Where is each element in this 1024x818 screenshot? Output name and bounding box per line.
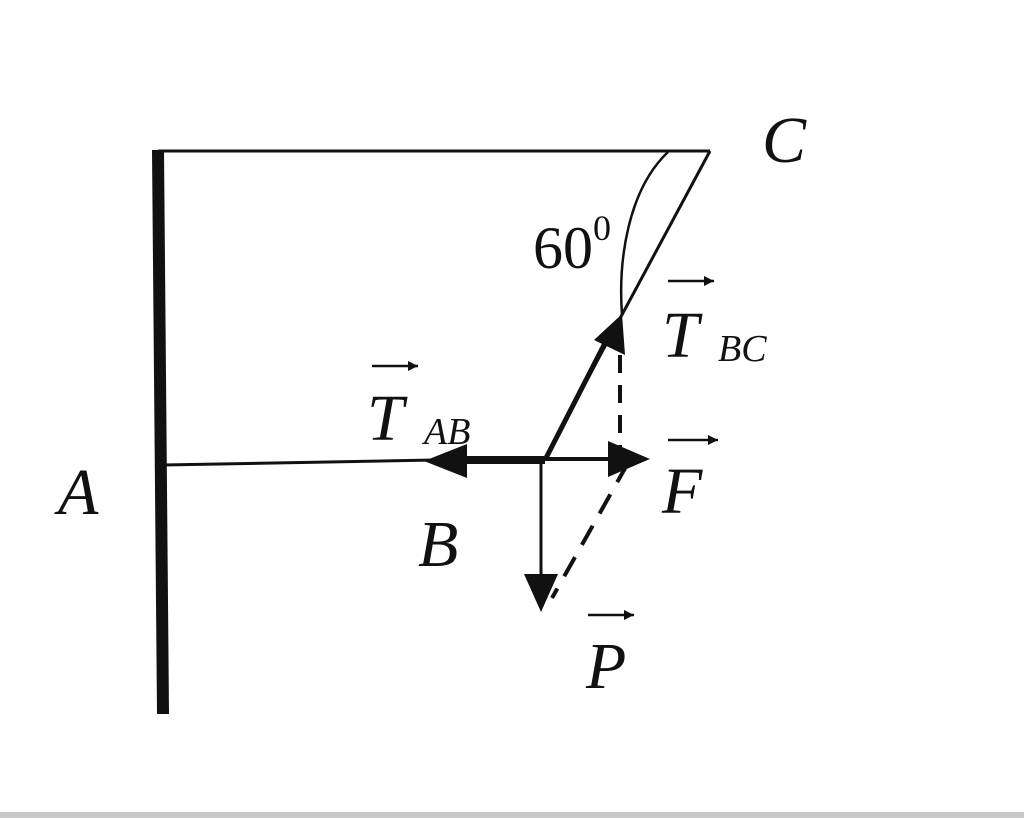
label-a: A xyxy=(54,456,99,529)
wall xyxy=(152,149,169,715)
label-t-bc-sub: BC xyxy=(718,328,767,370)
dashed-line-diagonal xyxy=(550,462,630,599)
label-t-ab: T xyxy=(367,382,408,455)
force-t-bc-arrow xyxy=(542,341,608,462)
force-t-bc-arrowhead xyxy=(594,314,625,355)
angle-degree: 0 xyxy=(593,208,611,248)
bottom-rule xyxy=(0,812,1024,818)
label-t-ab-sub: AB xyxy=(421,411,470,453)
vector-bar-t-bc-tip xyxy=(704,276,714,286)
label-f: F xyxy=(661,455,703,528)
force-t-ab-arrowhead xyxy=(424,444,467,478)
label-t-bc: T xyxy=(662,299,703,372)
force-p-arrowhead xyxy=(524,574,558,612)
label-p: P xyxy=(585,630,626,703)
angle-label: 600 xyxy=(533,208,611,281)
force-f-arrowhead xyxy=(608,441,650,477)
vector-bar-t-ab-tip xyxy=(408,361,418,371)
angle-value: 60 xyxy=(533,215,593,281)
label-c: C xyxy=(762,104,807,177)
vector-bar-p-tip xyxy=(624,610,634,620)
vector-bar-f-tip xyxy=(708,435,718,445)
label-b: B xyxy=(418,508,458,581)
angle-arc xyxy=(619,151,669,316)
